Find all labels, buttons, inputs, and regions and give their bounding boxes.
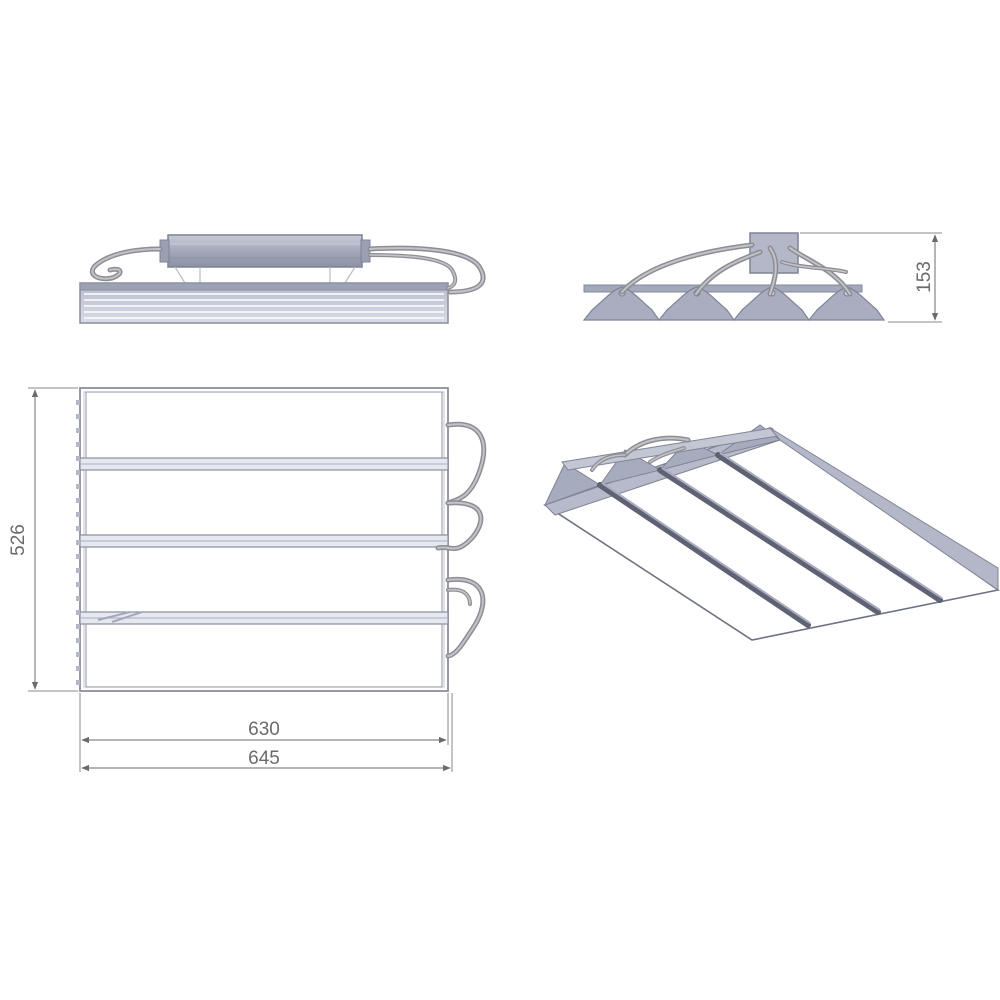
iso-divider-rail xyxy=(597,482,811,628)
driver-box xyxy=(167,234,363,268)
side-reflector-profile xyxy=(657,286,736,321)
iso-divider-rail xyxy=(657,467,881,615)
top-panel xyxy=(85,391,443,459)
depth-label: 526 xyxy=(8,524,29,556)
side-rail xyxy=(583,284,863,293)
cable-left xyxy=(89,246,163,282)
front-view xyxy=(79,234,486,324)
top-panel xyxy=(85,469,443,536)
side-view: 153 xyxy=(582,232,942,323)
iso-divider-rail xyxy=(715,452,943,603)
inner-width-label: 630 xyxy=(248,719,280,740)
isometric-view xyxy=(543,424,1000,641)
outer-width-label: 645 xyxy=(248,748,280,769)
top-view: 526 630 645 xyxy=(8,387,487,772)
side-reflector-profile xyxy=(582,286,661,321)
top-panel xyxy=(85,623,443,688)
height-label: 153 xyxy=(914,261,935,293)
top-panel xyxy=(85,546,443,613)
